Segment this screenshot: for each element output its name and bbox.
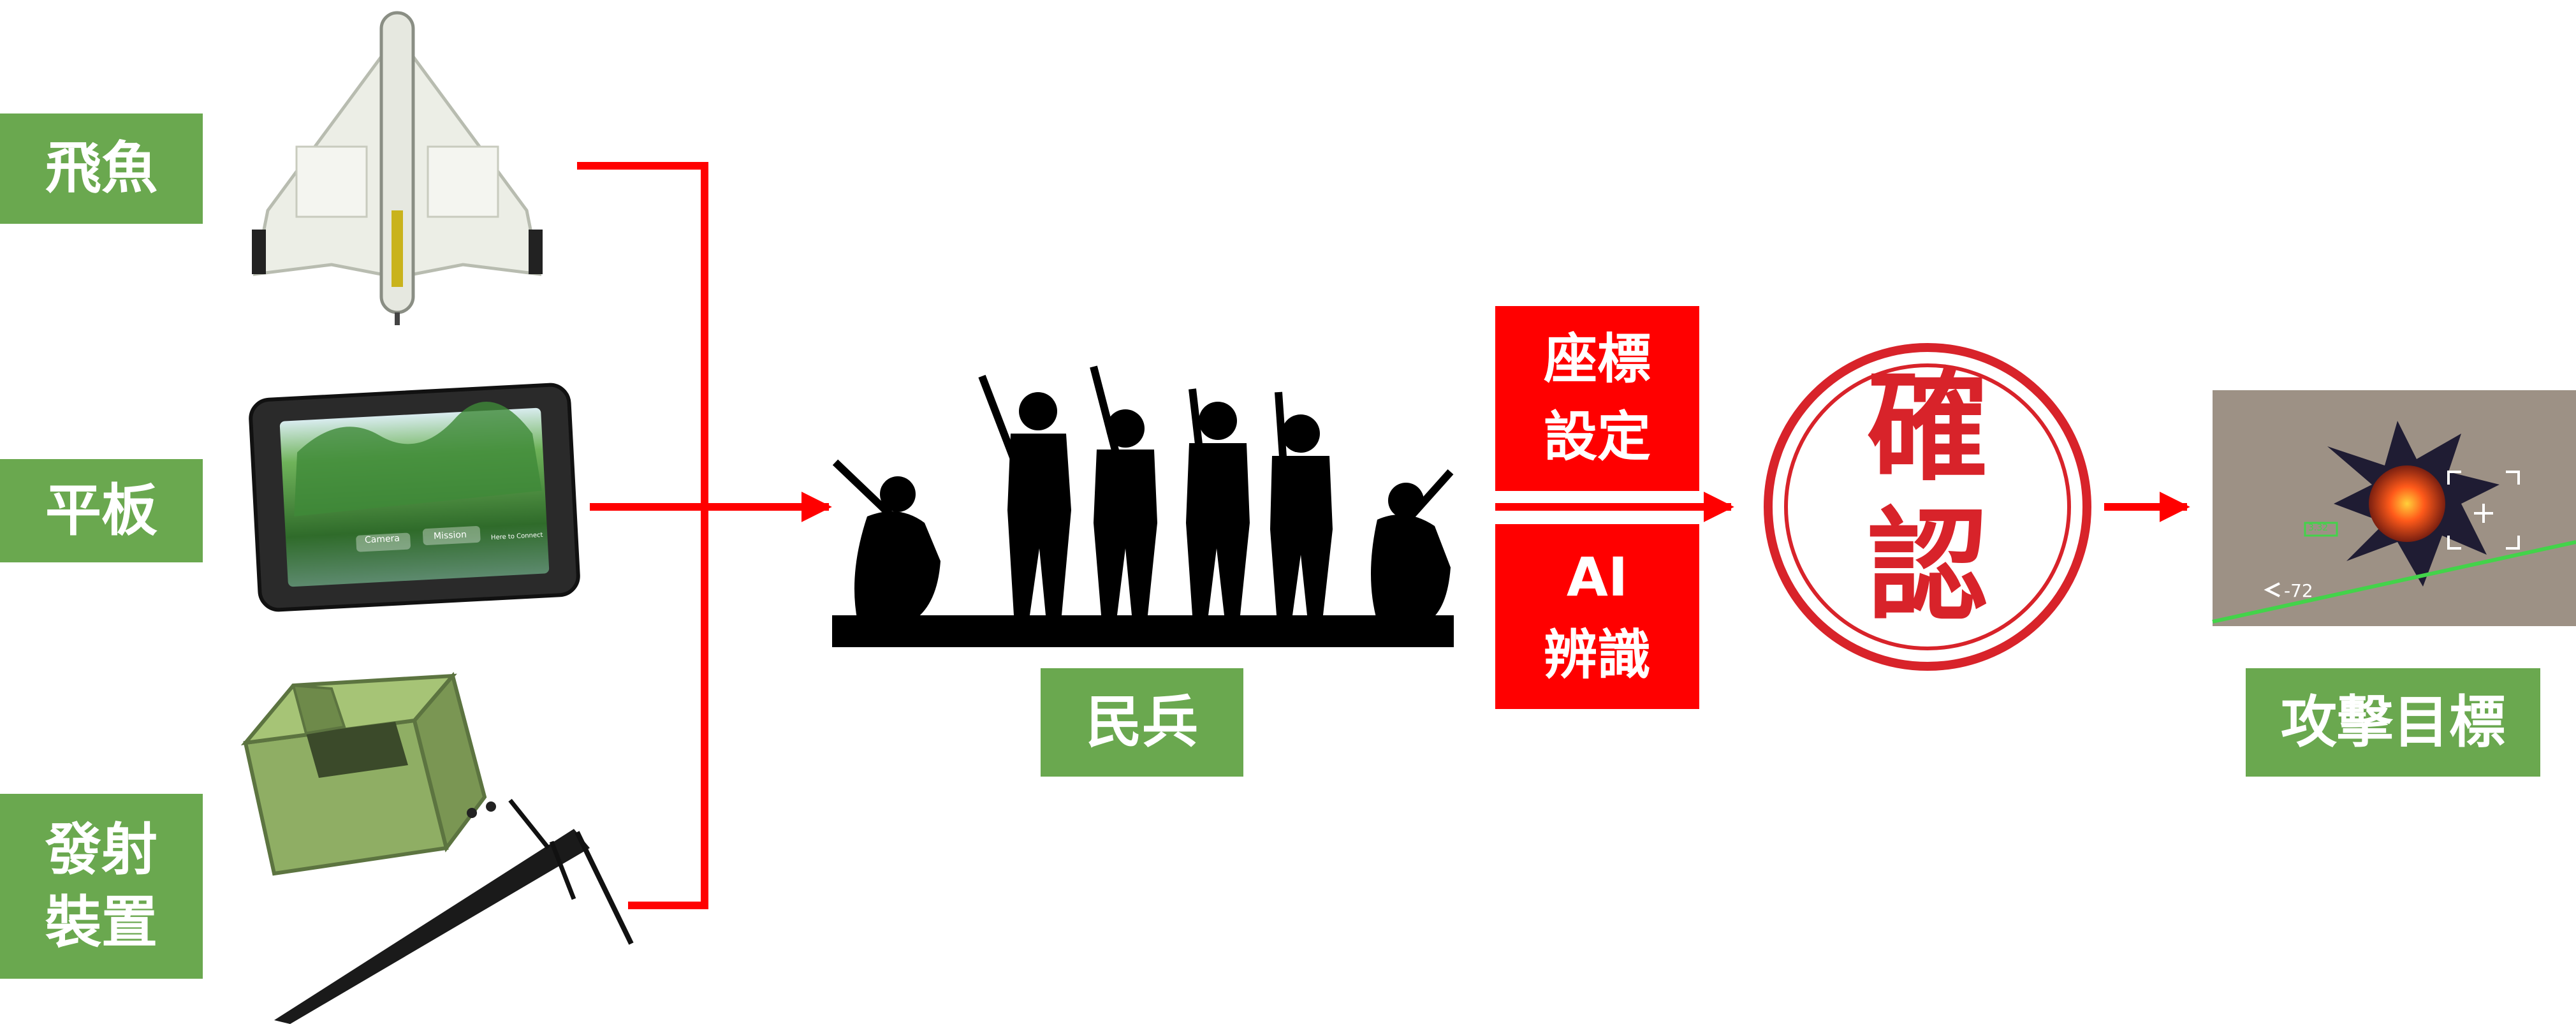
hud-box-value: 3.32 <box>2308 523 2329 533</box>
label-tablet: 平板 <box>0 459 203 562</box>
step-coordinate-setting: 座標 設定 <box>1495 306 1699 491</box>
label-drone: 飛魚 <box>0 113 203 224</box>
hud-heading-value: -72 <box>2284 580 2313 601</box>
stamp-text: 確 認 <box>1866 355 1988 637</box>
label-target: 攻擊目標 <box>2246 668 2540 777</box>
label-militia: 民兵 <box>1041 668 1243 777</box>
connector-launcher <box>628 507 708 909</box>
label-launcher: 發射 裝置 <box>0 794 203 979</box>
step-ai-recognition: AI 辨識 <box>1495 524 1699 709</box>
connector-drone <box>577 162 708 507</box>
